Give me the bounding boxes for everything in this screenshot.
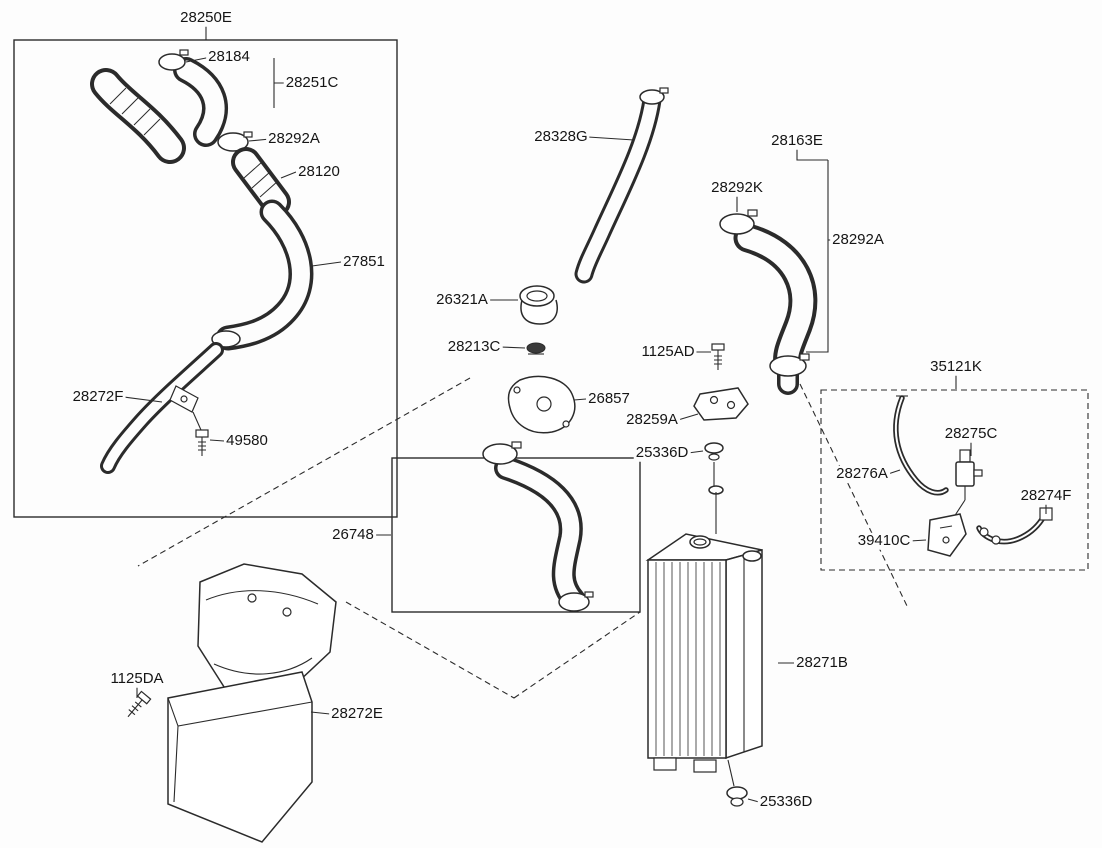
clamp-28292a-right [769,353,810,377]
part-callout-28272F-6: 28272F [70,387,126,406]
part-callout-1125DA-24: 1125DA [108,669,166,688]
grommet-25336d-lower [726,786,748,807]
pipe-28272f [100,342,224,474]
hose-26748 [482,441,594,612]
assembly-box-35121k [820,389,1089,571]
bracket-39410c [927,513,967,557]
bracket-28259a [693,387,749,421]
bolt-1125ad [711,343,725,370]
bolt-1125da [127,690,152,718]
dashed-relation-lines [137,377,909,699]
hose-28328g [574,87,669,284]
part-callout-28271B-26: 28271B [794,653,850,672]
hose-28274f [976,507,1053,545]
part-26321a [519,285,558,325]
grommet-25336d-upper [704,442,724,486]
part-callout-28275C-19: 28275C [942,424,1000,443]
part-callout-28250E-0: 28250E [178,8,234,27]
part-callout-28292A-3: 28292A [266,129,322,148]
part-callout-49580-7: 49580 [224,431,270,450]
part-callout-28251C-2: 28251C [283,73,341,92]
housing-26857 [507,375,576,434]
hose-28251c [173,57,228,147]
clamp-28292k [719,209,758,235]
part-callout-26748-23: 26748 [330,525,376,544]
corrugated-hose [90,68,186,164]
part-callout-25336D-27: 25336D [757,792,815,811]
part-callout-26857-15: 26857 [586,389,632,408]
gasket-28213c [526,342,546,355]
intercooler-28271b [645,485,763,787]
part-callout-28292K-10: 28292K [709,178,765,197]
bellows-28120 [231,147,291,217]
air-guard-28272e [167,563,337,843]
part-callout-28184-1: 28184 [206,47,252,66]
part-callout-27851-5: 27851 [341,252,387,271]
part-callout-28163E-9: 28163E [769,131,825,150]
part-callout-1125AD-14: 1125AD [639,342,697,361]
part-callout-28120-4: 28120 [296,162,342,181]
part-callout-28272E-25: 28272E [329,704,385,723]
part-callout-28328G-8: 28328G [532,127,590,146]
part-callout-28213C-13: 28213C [445,337,503,356]
vacuum-hose-28276a [893,395,949,496]
solenoid-valve-28275c [951,449,983,521]
part-callout-28259A-16: 28259A [624,410,680,429]
clamp-28184 [158,49,189,71]
part-callout-39410C-22: 39410C [855,531,913,550]
clamp-28292a-left [217,131,253,152]
bolt-49580 [195,429,209,456]
part-callout-28274F-21: 28274F [1018,486,1074,505]
part-callout-25336D-17: 25336D [633,443,691,462]
part-callout-28276A-20: 28276A [834,464,890,483]
part-callout-35121K-18: 35121K [928,357,984,376]
part-callout-26321A-12: 26321A [434,290,490,309]
part-callout-28292A-11: 28292A [830,230,886,249]
